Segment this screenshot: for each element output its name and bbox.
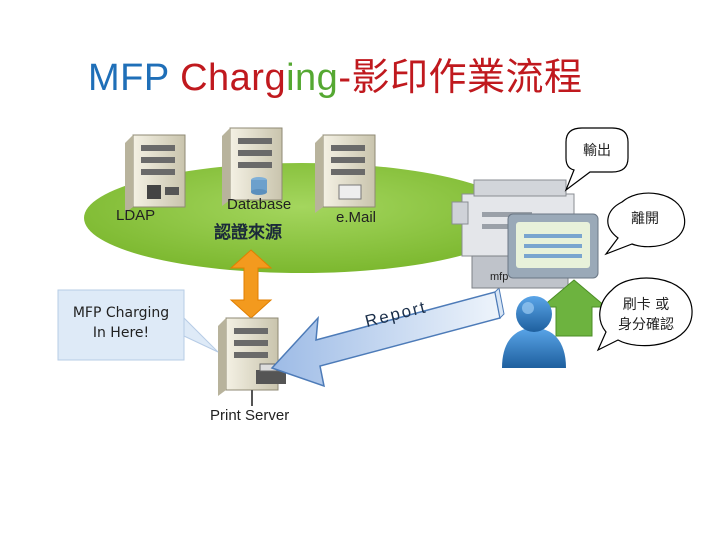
mfp-charging-callout [57, 289, 219, 361]
ldap-label: LDAP [116, 207, 156, 224]
mfp-charging-text-line1: MFP Charging [72, 305, 170, 321]
title-rest: -影印作業流程 [338, 57, 583, 99]
title-ing: ing [286, 57, 339, 99]
card-auth-callout [596, 277, 693, 352]
print-server-icon [218, 317, 286, 406]
title-mfp: MFP [88, 57, 170, 99]
card-auth-text-line1: 刷卡 或 [622, 297, 670, 313]
mfp-charging-text-line2: In Here! [92, 325, 150, 341]
print-server-label: Print Server [210, 407, 290, 424]
database-label: Database [227, 196, 292, 213]
leave-callout-text: 離開 [631, 211, 659, 227]
output-callout [564, 127, 629, 192]
leave-callout [604, 192, 686, 256]
ldap-server-icon [125, 134, 186, 213]
page-title: MFP Charging-影印作業流程 [88, 46, 582, 101]
auth-source-label: 認證來源 [214, 223, 282, 243]
card-reader-icon [507, 213, 599, 279]
email-label: e.Mail [336, 209, 377, 226]
auth-zone-ellipse [84, 163, 520, 273]
report-arrow [270, 286, 505, 388]
mfp-label: mfp [490, 271, 509, 283]
user-icon [502, 296, 566, 368]
mail-server-icon [315, 134, 376, 213]
title-charg: Charg [180, 57, 287, 99]
card-auth-text-line2: 身分確認 [618, 317, 674, 333]
database-server-icon [222, 127, 283, 206]
output-callout-text: 輸出 [583, 143, 611, 159]
